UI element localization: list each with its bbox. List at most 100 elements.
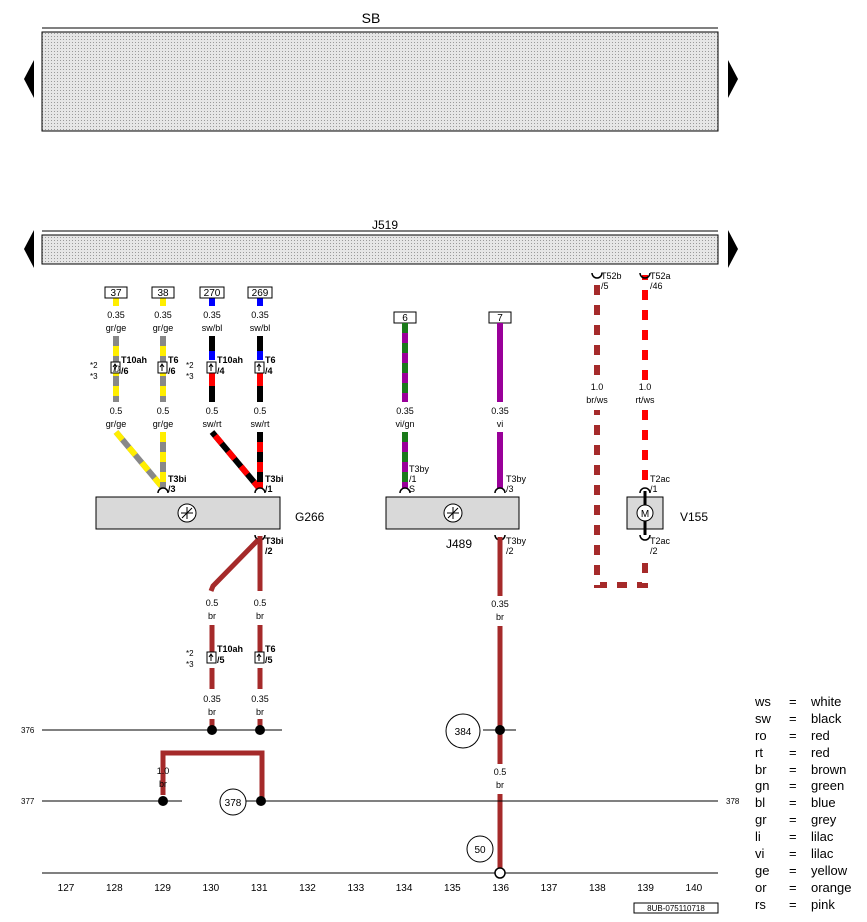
svg-text:/5: /5 — [601, 281, 609, 291]
legend-color-name: grey — [811, 812, 837, 828]
track-number: 128 — [106, 883, 123, 894]
bus-lines: 376 377 378 — [21, 725, 740, 879]
connector-t6-6-name: T6 — [168, 355, 179, 365]
svg-text:/3: /3 — [506, 484, 514, 494]
legend-color-name: red — [811, 727, 830, 743]
wires-brown-left: 0.5 br 0.5 br 0.35 br 0.35 br 1.0 br *2 … — [157, 536, 276, 801]
connector-t10ah-6-name: T10ah — [121, 355, 147, 365]
g266-label: G266 — [295, 510, 325, 524]
svg-text:/2: /2 — [506, 546, 514, 556]
legend-row: vi=lilac — [755, 846, 865, 863]
track-number: 140 — [686, 883, 703, 894]
connector-t6-4-pin: /4 — [265, 366, 273, 376]
svg-text:0.5: 0.5 — [254, 406, 267, 416]
sb-label: SB — [362, 10, 381, 26]
legend-row: sw=black — [755, 711, 865, 728]
wires-j489: 6 7 0.35 vi/gn 0.35 vi — [393, 311, 512, 488]
svg-text:br: br — [208, 611, 216, 621]
svg-text:T52a: T52a — [650, 271, 671, 281]
svg-text:gr/ge: gr/ge — [153, 419, 174, 429]
legend-row: bl=blue — [755, 795, 865, 812]
track-number: 139 — [637, 883, 654, 894]
j519-right-arrow-icon — [728, 230, 738, 268]
svg-text:S: S — [409, 484, 415, 494]
svg-text:br: br — [208, 707, 216, 717]
legend-row: br=brown — [755, 762, 865, 779]
svg-text:378: 378 — [726, 797, 740, 806]
track-number: 132 — [299, 883, 316, 894]
ground-points: 384 378 50 — [219, 713, 494, 863]
connector-t10ah-6-pin: /6 — [121, 366, 129, 376]
fuse-38: 38 — [151, 286, 175, 299]
svg-text:/1: /1 — [650, 484, 658, 494]
svg-text:T6: T6 — [265, 644, 276, 654]
svg-text:*3: *3 — [90, 372, 98, 381]
svg-text:*2: *2 — [186, 361, 194, 370]
legend-row: ro = red — [755, 728, 865, 745]
track-number: 136 — [492, 883, 509, 894]
legend-equals: = — [789, 795, 797, 811]
legend-abbr: li — [755, 829, 761, 845]
svg-text:vi: vi — [497, 419, 504, 429]
svg-text:1.0: 1.0 — [591, 382, 604, 392]
svg-text:1.0: 1.0 — [639, 382, 652, 392]
svg-text:8UB-075110718: 8UB-075110718 — [647, 904, 705, 913]
svg-text:0.35: 0.35 — [107, 310, 125, 320]
track-number: 133 — [347, 883, 364, 894]
wire-136-brown: 0.35 br 0.5 br — [491, 537, 509, 868]
svg-text:sw/rt: sw/rt — [251, 419, 270, 429]
svg-text:*3: *3 — [186, 372, 194, 381]
j519-control-unit-box — [41, 234, 719, 265]
legend-color-name: yellow — [811, 862, 848, 878]
svg-text:*3: *3 — [186, 660, 194, 669]
svg-text:T2ac: T2ac — [650, 474, 671, 484]
sb-right-arrow-icon — [728, 60, 738, 98]
legend-abbr: rs — [755, 896, 766, 912]
svg-text:gr/ge: gr/ge — [153, 323, 174, 333]
j489-control-unit: J489 T3by /1 S T3by /3 T3by /2 — [385, 464, 527, 556]
legend-equals: = — [789, 778, 797, 794]
svg-text:gr/ge: gr/ge — [106, 419, 127, 429]
svg-text:rt/ws: rt/ws — [636, 395, 655, 405]
svg-text:M: M — [641, 509, 649, 520]
legend-row: ge=yellow — [755, 863, 865, 880]
connectors-row1: ⅅ *2 *3 *2 *3 T10ah /6 T6 /6 T10ah /4 T6… — [90, 355, 276, 381]
svg-text:br: br — [256, 707, 264, 717]
track-number: 130 — [203, 883, 220, 894]
j519-panel: J519 — [24, 218, 738, 268]
sb-left-arrow-icon — [24, 60, 34, 98]
svg-text:/1: /1 — [409, 474, 417, 484]
legend-equals: = — [789, 896, 797, 912]
legend-equals: = — [789, 812, 797, 828]
svg-text:/1: /1 — [265, 484, 273, 494]
fuse-270: 270 — [199, 286, 225, 299]
legend-abbr: vi — [755, 846, 765, 862]
svg-text:T3bi: T3bi — [168, 474, 187, 484]
svg-text:0.35: 0.35 — [251, 310, 269, 320]
fuse-269: 269 — [247, 286, 273, 299]
legend-color-name: orange — [811, 879, 852, 895]
svg-text:T3by: T3by — [506, 474, 527, 484]
svg-text:6: 6 — [402, 313, 408, 324]
legend-row: ws=white — [755, 694, 865, 711]
svg-text:0.5: 0.5 — [494, 767, 507, 777]
j519-label: J519 — [372, 218, 398, 232]
track-number: 135 — [444, 883, 461, 894]
legend-abbr: gn — [755, 778, 770, 794]
legend-abbr: gr — [755, 812, 767, 828]
svg-text:0.35: 0.35 — [491, 599, 509, 609]
svg-text:sw/bl: sw/bl — [202, 323, 223, 333]
legend-row: rt=red — [755, 745, 865, 762]
svg-text:/3: /3 — [168, 484, 176, 494]
legend-color-name: red — [811, 744, 830, 760]
svg-text:sw/bl: sw/bl — [250, 323, 271, 333]
j489-label: J489 — [446, 537, 472, 551]
legend-color-name: black — [811, 710, 842, 726]
legend-equals: = — [789, 727, 797, 743]
svg-text:br: br — [496, 612, 504, 622]
track-number: 127 — [58, 883, 75, 894]
legend-abbr: ro — [755, 727, 767, 743]
